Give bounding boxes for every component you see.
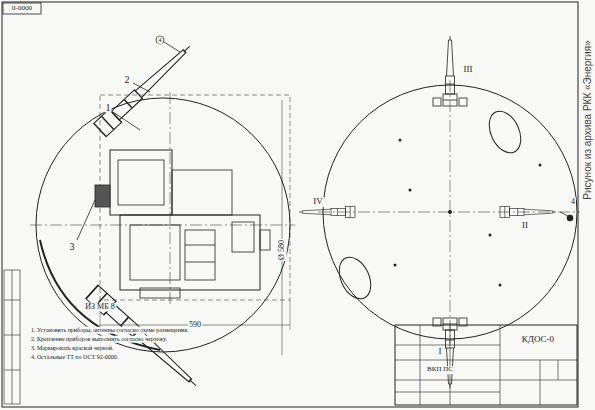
drawing-label: III (463, 65, 474, 75)
drawing-label: 0-0000 (11, 5, 33, 13)
note-line: 4. Остальные ТТ по ОСТ 92-0000. (30, 354, 119, 361)
drawing-label: 2 (124, 74, 131, 85)
margin-strip (4, 270, 20, 404)
drawing-label: 1 (105, 102, 112, 113)
drawing-label: ВКП ПС (426, 366, 454, 374)
top-view (299, 36, 580, 388)
drawing-label: ИЗ МБ 8 (84, 303, 116, 312)
drawing-label: 4 (570, 198, 576, 207)
note-line: 2. Крепление приборов выполнить согласно… (30, 336, 168, 343)
note-line: 3. Маркировать краской черной. (30, 345, 114, 352)
title-block (395, 325, 577, 405)
drawing-label: 4 (158, 37, 163, 44)
drawing-label: II (521, 221, 529, 231)
drawing-label: IV (312, 197, 324, 207)
stamp-box (3, 3, 41, 14)
side-view (30, 36, 295, 392)
drawing-label: 3 (69, 241, 76, 252)
drawing-label: I (438, 347, 443, 357)
note-line: 1. Установить приборы, антенны согласно … (30, 327, 190, 334)
drawing-label: Ø 580 (278, 239, 287, 261)
drawing-label: КДОС-0 (521, 335, 555, 345)
drawing-label: 590 (188, 321, 202, 330)
watermark: Рисунок из архива РКК «Энергия» (582, 39, 593, 200)
